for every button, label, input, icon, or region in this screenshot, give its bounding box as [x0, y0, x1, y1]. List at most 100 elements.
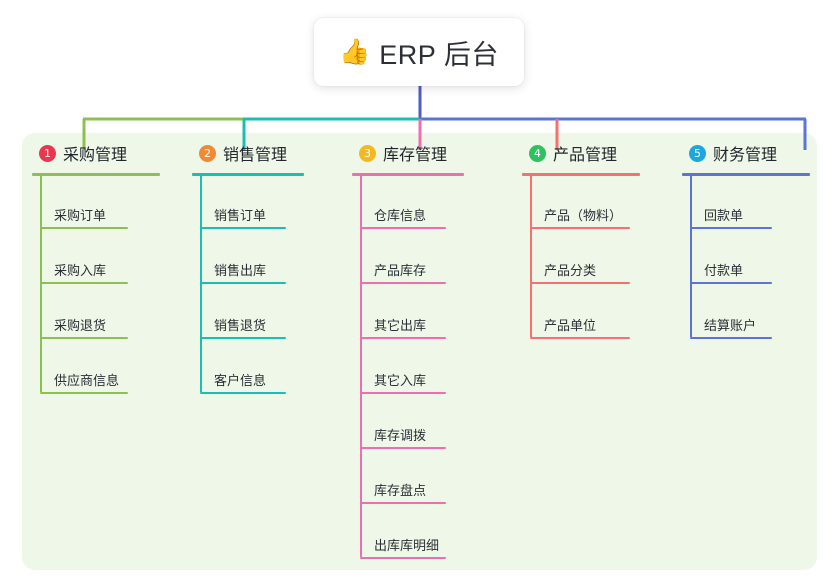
branch-number-badge: 4	[529, 144, 546, 162]
leaf-item[interactable]: 结算账户	[690, 288, 832, 343]
branch-title: 财务管理	[713, 147, 778, 164]
leaf-item[interactable]: 销售退货	[200, 288, 342, 343]
branch-title: 采购管理	[63, 147, 128, 164]
leaf-item-label: 产品分类	[544, 263, 597, 278]
branch-items-2: 销售订单销售出库销售退货客户信息	[200, 176, 342, 398]
branch-header-4[interactable]: 4 产品管理	[512, 133, 672, 173]
leaf-item[interactable]: 仓库信息	[360, 178, 502, 233]
leaf-item-label: 采购订单	[54, 208, 107, 223]
leaf-underline	[200, 282, 286, 284]
leaf-item[interactable]: 产品库存	[360, 233, 502, 288]
leaf-underline	[360, 337, 446, 339]
leaf-item[interactable]: 其它出库	[360, 288, 502, 343]
leaf-item-label: 产品单位	[544, 318, 597, 333]
leaf-item[interactable]: 产品单位	[530, 288, 672, 343]
leaf-underline	[530, 282, 630, 284]
leaf-item[interactable]: 其它入库	[360, 343, 502, 398]
thumbs-up-icon: 👍	[339, 37, 371, 66]
leaf-item-label: 库存盘点	[374, 483, 427, 498]
leaf-underline	[40, 337, 128, 339]
branch-header-3[interactable]: 3 库存管理	[342, 133, 502, 173]
leaf-item-label: 销售退货	[214, 318, 267, 333]
leaf-underline	[40, 227, 128, 229]
leaf-underline	[360, 447, 446, 449]
leaf-underline	[200, 227, 286, 229]
leaf-item[interactable]: 供应商信息	[40, 343, 182, 398]
branch-title: 库存管理	[383, 147, 448, 164]
leaf-item-label: 产品库存	[374, 263, 427, 278]
leaf-item[interactable]: 采购退货	[40, 288, 182, 343]
branch-trunk-line	[690, 176, 692, 337]
leaf-item[interactable]: 销售出库	[200, 233, 342, 288]
branch-trunk-line	[200, 176, 202, 392]
root-node-card[interactable]: 👍 ERP 后台	[314, 18, 524, 86]
leaf-item-label: 销售订单	[214, 208, 267, 223]
leaf-item-label: 客户信息	[214, 373, 267, 388]
leaf-underline	[40, 392, 128, 394]
leaf-item[interactable]: 库存调拨	[360, 398, 502, 453]
root-node-title: ERP 后台	[379, 39, 499, 70]
leaf-underline	[530, 227, 630, 229]
diagram-panel-background	[22, 133, 817, 570]
leaf-item[interactable]: 产品（物料）	[530, 178, 672, 233]
leaf-underline	[690, 282, 772, 284]
leaf-item-label: 回款单	[704, 208, 744, 223]
branch-column-3: 3 库存管理仓库信息产品库存其它出库其它入库库存调拨库存盘点出库库明细	[342, 133, 502, 563]
leaf-item[interactable]: 产品分类	[530, 233, 672, 288]
leaf-underline	[690, 227, 772, 229]
branch-number-badge: 2	[199, 144, 216, 162]
leaf-item[interactable]: 回款单	[690, 178, 832, 233]
branch-underline	[682, 173, 810, 176]
leaf-item-label: 采购退货	[54, 318, 107, 333]
branch-items-3: 仓库信息产品库存其它出库其它入库库存调拨库存盘点出库库明细	[360, 176, 502, 563]
leaf-item[interactable]: 采购入库	[40, 233, 182, 288]
leaf-item-label: 销售出库	[214, 263, 267, 278]
branch-underline	[192, 173, 304, 176]
root-node-content: 👍 ERP 后台	[339, 33, 499, 72]
leaf-underline	[360, 502, 446, 504]
branch-trunk-line	[360, 176, 362, 557]
leaf-item-label: 结算账户	[704, 318, 757, 333]
leaf-item-label: 其它入库	[374, 373, 427, 388]
leaf-item[interactable]: 付款单	[690, 233, 832, 288]
leaf-item-label: 仓库信息	[374, 208, 427, 223]
leaf-item-label: 产品（物料）	[544, 208, 623, 223]
leaf-underline	[40, 282, 128, 284]
leaf-item-label: 其它出库	[374, 318, 427, 333]
branch-items-1: 采购订单采购入库采购退货供应商信息	[40, 176, 182, 398]
branch-underline	[522, 173, 640, 176]
branch-underline	[352, 173, 464, 176]
leaf-underline	[200, 337, 286, 339]
leaf-item-label: 付款单	[704, 263, 744, 278]
leaf-underline	[360, 557, 446, 559]
leaf-item[interactable]: 库存盘点	[360, 453, 502, 508]
branch-number-badge: 3	[359, 144, 376, 162]
leaf-item-label: 采购入库	[54, 263, 107, 278]
leaf-item[interactable]: 销售订单	[200, 178, 342, 233]
leaf-item[interactable]: 采购订单	[40, 178, 182, 233]
leaf-underline	[200, 392, 286, 394]
leaf-item-label: 库存调拨	[374, 428, 427, 443]
leaf-item[interactable]: 出库库明细	[360, 508, 502, 563]
branch-items-5: 回款单付款单结算账户	[690, 176, 832, 343]
branch-items-4: 产品（物料） 产品分类产品单位	[530, 176, 672, 343]
leaf-item[interactable]: 客户信息	[200, 343, 342, 398]
leaf-underline	[690, 337, 772, 339]
leaf-underline	[360, 392, 446, 394]
branch-trunk-line	[530, 176, 532, 337]
leaf-underline	[360, 227, 446, 229]
leaf-item-label: 供应商信息	[54, 373, 120, 388]
branch-trunk-line	[40, 176, 42, 392]
leaf-underline	[360, 282, 446, 284]
branch-title: 产品管理	[553, 147, 618, 164]
leaf-item-label: 出库库明细	[374, 538, 440, 553]
